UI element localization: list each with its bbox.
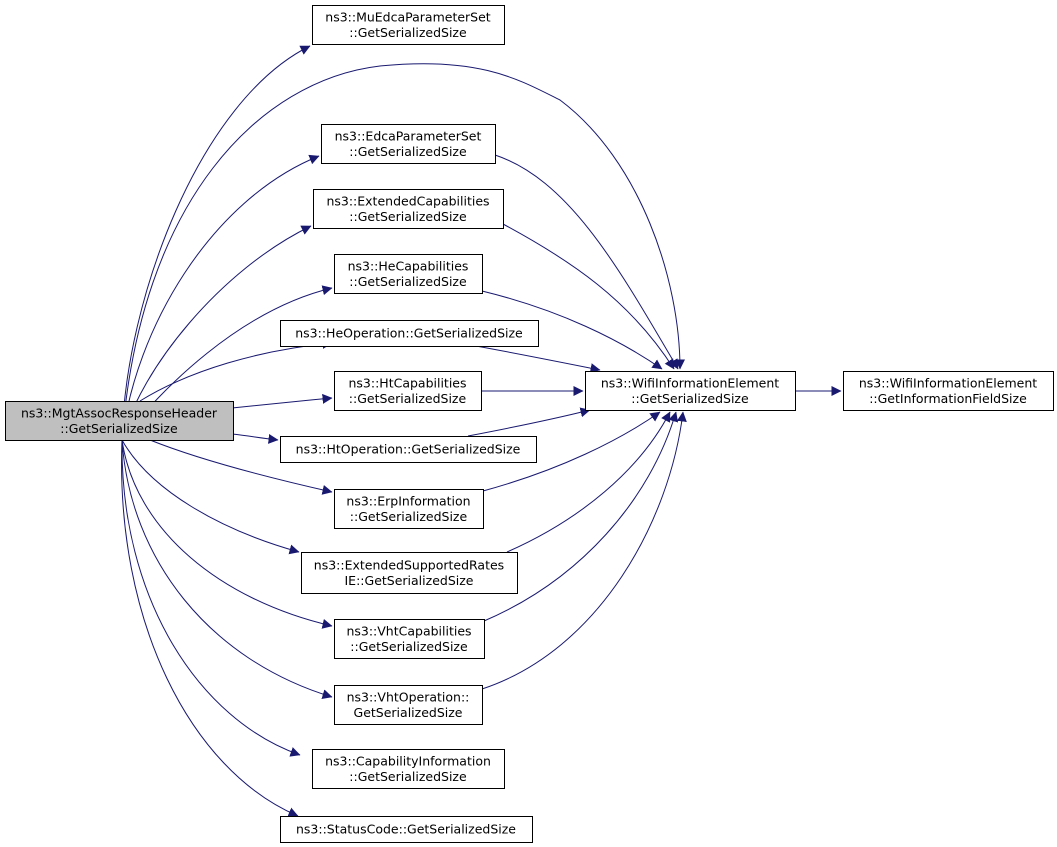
edge-erp-to-wie: [482, 411, 661, 492]
edge-root-to-he_op: [139, 338, 333, 402]
node-root: ns3::MgtAssocResponseHeader::GetSerializ…: [5, 401, 234, 441]
edge-he_op-to-wie: [475, 345, 601, 374]
edge-root-to-edca: [121, 154, 320, 441]
edge-vht_op-to-wie: [481, 411, 687, 690]
node-he_op[interactable]: ns3::HeOperation::GetSerializedSize: [280, 320, 539, 347]
edge-root-to-vht_cap: [121, 439, 333, 629]
node-box: [334, 254, 483, 294]
node-box: [5, 401, 234, 441]
node-label-line: ::GetSerializedSize: [349, 25, 467, 40]
edge-ht_op-to-wie: [467, 407, 591, 437]
node-ext_rates[interactable]: ns3::ExtendedSupportedRatesIE::GetSerial…: [301, 552, 518, 594]
node-label-line: ns3::CapabilityInformation: [325, 753, 491, 768]
node-label-line: ::GetSerializedSize: [60, 421, 178, 436]
node-label-line: ns3::HtOperation::GetSerializedSize: [296, 442, 521, 457]
node-wie_field[interactable]: ns3::WifiInformationElement::GetInformat…: [843, 371, 1054, 411]
node-label-line: ::GetSerializedSize: [349, 144, 467, 159]
node-label-line: ns3::VhtOperation::: [347, 689, 470, 704]
node-label-line: ns3::VhtCapabilities: [346, 623, 471, 638]
node-box: [280, 320, 539, 347]
node-box: [334, 685, 483, 725]
node-label-line: ::GetSerializedSize: [631, 391, 749, 406]
node-label-line: ns3::WifiInformationElement: [859, 375, 1037, 390]
node-box: [585, 371, 796, 411]
node-box: [334, 619, 485, 659]
node-box: [321, 124, 496, 164]
edge-vht_cap-to-wie: [483, 411, 679, 622]
node-label-line: ns3::WifiInformationElement: [601, 375, 779, 390]
node-label-line: ::GetSerializedSize: [349, 391, 467, 406]
node-edca[interactable]: ns3::EdcaParameterSet::GetSerializedSize: [321, 124, 496, 164]
node-status[interactable]: ns3::StatusCode::GetSerializedSize: [280, 816, 533, 843]
node-label-line: ::GetInformationFieldSize: [869, 391, 1027, 406]
node-wie[interactable]: ns3::WifiInformationElement::GetSerializ…: [585, 371, 796, 411]
node-label-line: ns3::HtCapabilities: [348, 375, 466, 390]
node-label-line: ::GetSerializedSize: [349, 769, 467, 784]
node-box: [312, 5, 505, 45]
edge-he_cap-to-wie: [481, 290, 663, 370]
node-label-line: ns3::ErpInformation: [346, 493, 470, 508]
node-label-line: ns3::HeOperation::GetSerializedSize: [295, 326, 523, 341]
edge-root-to-wie: [121, 63, 685, 441]
node-box: [334, 489, 484, 529]
node-label-line: GetSerializedSize: [354, 705, 463, 720]
node-label-line: ::GetSerializedSize: [350, 509, 468, 524]
node-label-line: ns3::EdcaParameterSet: [335, 128, 482, 143]
node-label-line: ns3::ExtendedSupportedRates: [314, 557, 504, 572]
edge-root-to-erp: [149, 439, 333, 495]
node-box: [280, 436, 537, 463]
node-label-line: IE::GetSerializedSize: [345, 573, 474, 588]
edge-root-to-ht_cap: [231, 393, 333, 409]
node-label-line: ns3::MgtAssocResponseHeader: [21, 405, 218, 420]
edge-root-to-ht_op: [231, 433, 279, 444]
node-he_cap[interactable]: ns3::HeCapabilities::GetSerializedSize: [334, 254, 483, 294]
edge-root-to-vht_op: [121, 439, 333, 700]
edge-ext_rates-to-wie: [506, 411, 671, 553]
node-label-line: ns3::HeCapabilities: [348, 258, 469, 273]
node-erp[interactable]: ns3::ErpInformation::GetSerializedSize: [334, 489, 484, 529]
node-box: [334, 371, 482, 411]
edge-root-to-cap_info: [121, 439, 301, 757]
node-label-line: ns3::StatusCode::GetSerializedSize: [296, 822, 516, 837]
node-box: [301, 552, 518, 594]
node-label-line: ::GetSerializedSize: [349, 209, 467, 224]
edge-edca-to-wie: [494, 154, 679, 370]
node-mu_edca[interactable]: ns3::MuEdcaParameterSet::GetSerializedSi…: [312, 5, 505, 45]
node-vht_op[interactable]: ns3::VhtOperation::GetSerializedSize: [334, 685, 483, 725]
edge-ext_cap-to-wie: [502, 223, 675, 370]
edge-root-to-status: [121, 439, 299, 817]
edge-root-to-mu_edca: [121, 45, 311, 441]
node-ht_op[interactable]: ns3::HtOperation::GetSerializedSize: [280, 436, 537, 463]
node-label-line: ::GetSerializedSize: [350, 639, 468, 654]
node-label-line: ns3::ExtendedCapabilities: [326, 193, 489, 208]
node-ext_cap[interactable]: ns3::ExtendedCapabilities::GetSerialized…: [313, 189, 504, 229]
node-box: [843, 371, 1054, 411]
node-box: [312, 749, 505, 789]
node-box: [313, 189, 504, 229]
nodes-layer: ns3::MgtAssocResponseHeader::GetSerializ…: [5, 5, 1054, 843]
node-box: [280, 816, 533, 843]
edges-layer: [121, 45, 842, 817]
edge-root-to-ext_rates: [121, 439, 300, 555]
node-label-line: ::GetSerializedSize: [349, 274, 467, 289]
node-vht_cap[interactable]: ns3::VhtCapabilities::GetSerializedSize: [334, 619, 485, 659]
node-cap_info[interactable]: ns3::CapabilityInformation::GetSerialize…: [312, 749, 505, 789]
node-label-line: ns3::MuEdcaParameterSet: [325, 9, 491, 24]
node-ht_cap[interactable]: ns3::HtCapabilities::GetSerializedSize: [334, 371, 482, 411]
